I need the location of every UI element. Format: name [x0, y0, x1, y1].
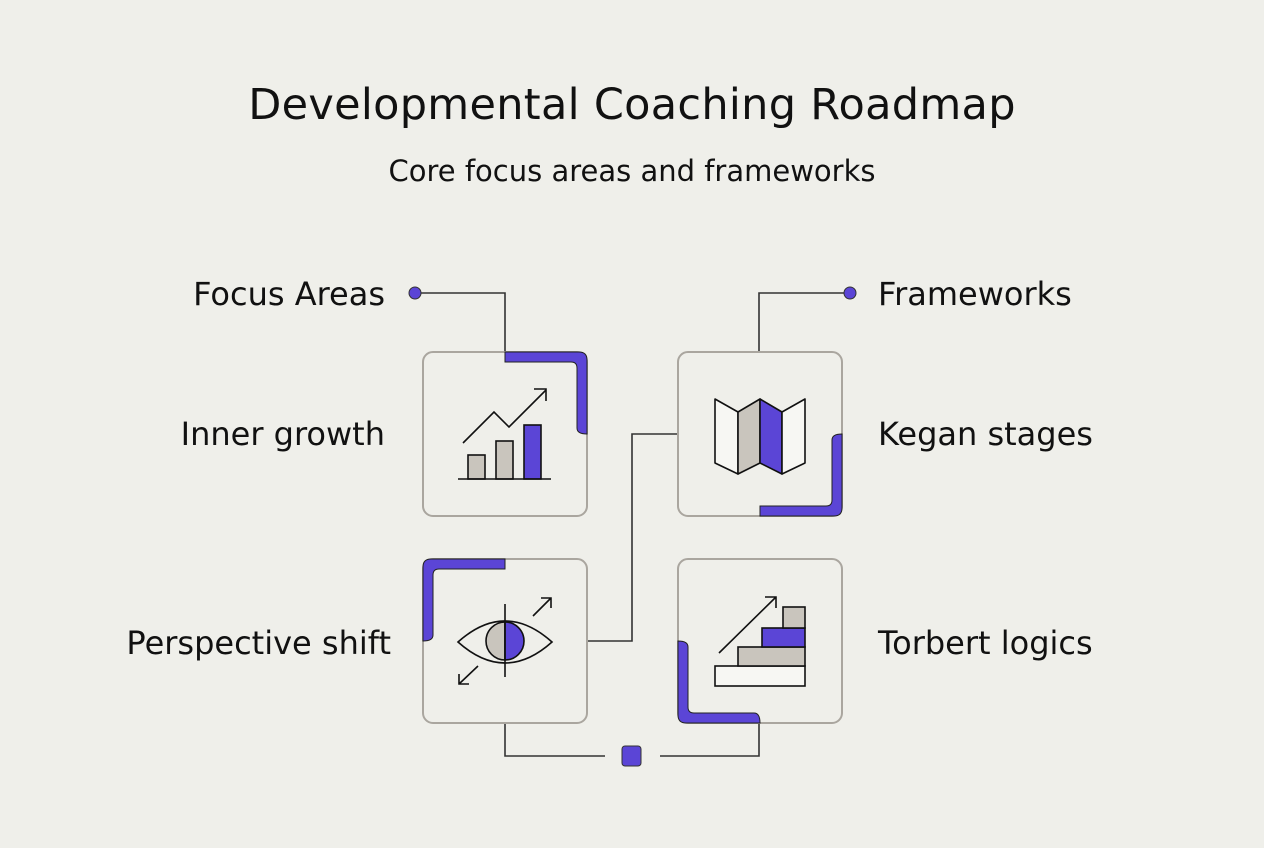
- inner-growth-card: [422, 351, 588, 517]
- kegan-stages-label: Kegan stages: [878, 415, 1093, 453]
- accent-corner-bottom-left: [677, 640, 761, 724]
- page-title: Developmental Coaching Roadmap: [248, 80, 1016, 130]
- page-subtitle: Core focus areas and frameworks: [388, 154, 876, 188]
- frameworks-node-dot: [843, 286, 857, 300]
- folded-map-icon: [714, 398, 806, 475]
- frameworks-heading: Frameworks: [878, 275, 1072, 313]
- end-node-square: [621, 745, 642, 767]
- frameworks-connector: [758, 292, 850, 352]
- torbert-logics-label: Torbert logics: [878, 624, 1093, 662]
- connector-lines: [415, 292, 850, 757]
- growth-chart-icon: [458, 388, 551, 480]
- accent-corner-top-right: [504, 351, 588, 435]
- torbert-logics-card: [677, 558, 843, 724]
- focus-node-dot: [408, 286, 422, 300]
- eye-icon: [456, 597, 554, 685]
- inner-growth-label: Inner growth: [180, 415, 385, 453]
- bottom-left-connector: [504, 723, 605, 757]
- bottom-right-connector: [660, 723, 760, 757]
- accent-corner-bottom-right: [759, 433, 843, 517]
- perspective-shift-label: Perspective shift: [126, 624, 391, 662]
- accent-corner-top-left: [422, 558, 506, 642]
- center-connector: [587, 433, 678, 642]
- focus-connector: [415, 292, 506, 352]
- stairs-icon: [714, 596, 806, 687]
- focus-areas-heading: Focus Areas: [193, 275, 385, 313]
